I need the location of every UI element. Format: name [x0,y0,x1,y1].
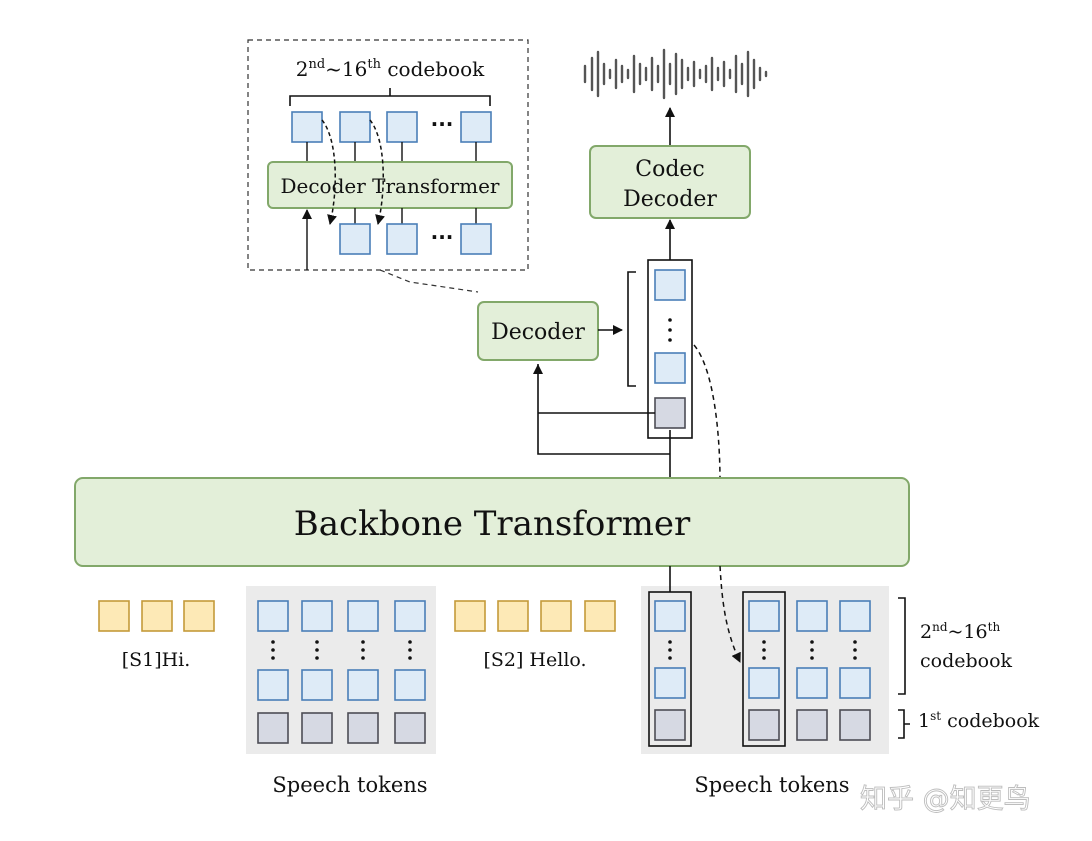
decoder-input-arrowhead [533,364,543,374]
codebook-lower-brace [898,709,910,739]
codec-decoder-box [589,145,751,219]
codebook-lower-label: 1st codebook [918,709,1040,732]
inset-decoder-transformer-label: Decoder Transformer [280,174,499,198]
inset-top-connectors [306,142,477,162]
text-token-group-s1: [S1]Hi. [98,600,215,671]
inset-token [386,111,418,143]
output-vertical-ellipsis [668,318,672,342]
watermark: 知乎 @知更鸟 [860,784,1031,815]
inset-token [339,223,371,255]
inset-border [247,39,529,271]
codebook-upper-brace [898,597,906,695]
inset-token [460,223,492,255]
text-token [183,600,215,632]
codec-decoder-label-line1: Codec [635,157,705,182]
output-token-blue [654,269,686,301]
output-token-gray [654,397,686,429]
inset-codebook-label: 2nd~16th codebook [296,57,485,81]
text-token [584,600,616,632]
input-frame-column-2 [742,591,786,747]
text-token [540,600,572,632]
decoder-box [477,301,599,361]
inset-decoder-transformer [267,161,513,209]
decoder-label: Decoder [491,320,585,345]
inset-token [339,111,371,143]
backbone-to-decoder-lines [537,364,671,478]
backbone-transformer-label: Backbone Transformer [294,504,691,544]
speech-tokens-label-left: Speech tokens [272,773,427,797]
codec-decoder-label-line2: Decoder [623,187,717,212]
inset-bottom-connectors [354,208,477,224]
speech-tokens-left [257,600,426,744]
output-bracket [627,271,636,387]
inset-ellipsis-bottom: ··· [431,225,454,249]
feedback-dashed-lower [719,565,741,663]
backbone-transformer-box [74,477,910,567]
text-token-label-s2: [S2] Hello. [483,649,586,671]
inset-autoregressive-arrows [321,119,385,225]
text-token [497,600,529,632]
inset-token [386,223,418,255]
inset-token [291,111,323,143]
text-token-label-s1: [S1]Hi. [122,649,191,671]
text-token [98,600,130,632]
feedback-dashed-upper [693,344,721,481]
codebook-upper-label-line1: 2nd~16th [920,620,1000,643]
audio-waveform-icon [583,48,768,100]
input-frame-column-1 [648,591,692,747]
speech-tokens-label-right: Speech tokens [694,773,849,797]
output-token-blue [654,352,686,384]
inset-token [460,111,492,143]
inset-brace [289,88,491,106]
inset-panel: 2nd~16th codebook ··· Decoder Transforme… [247,39,529,293]
codebook-upper-label-line2: codebook [920,650,1013,672]
inset-callout-line [379,269,479,293]
text-token-group-s2: [S2] Hello. [454,600,616,671]
inset-ellipsis-top: ··· [431,112,454,136]
text-token [454,600,486,632]
text-token [141,600,173,632]
speech-tokens-right [654,600,871,741]
inset-bottom-tokens: ··· [339,223,492,255]
inset-top-tokens: ··· [291,111,492,143]
